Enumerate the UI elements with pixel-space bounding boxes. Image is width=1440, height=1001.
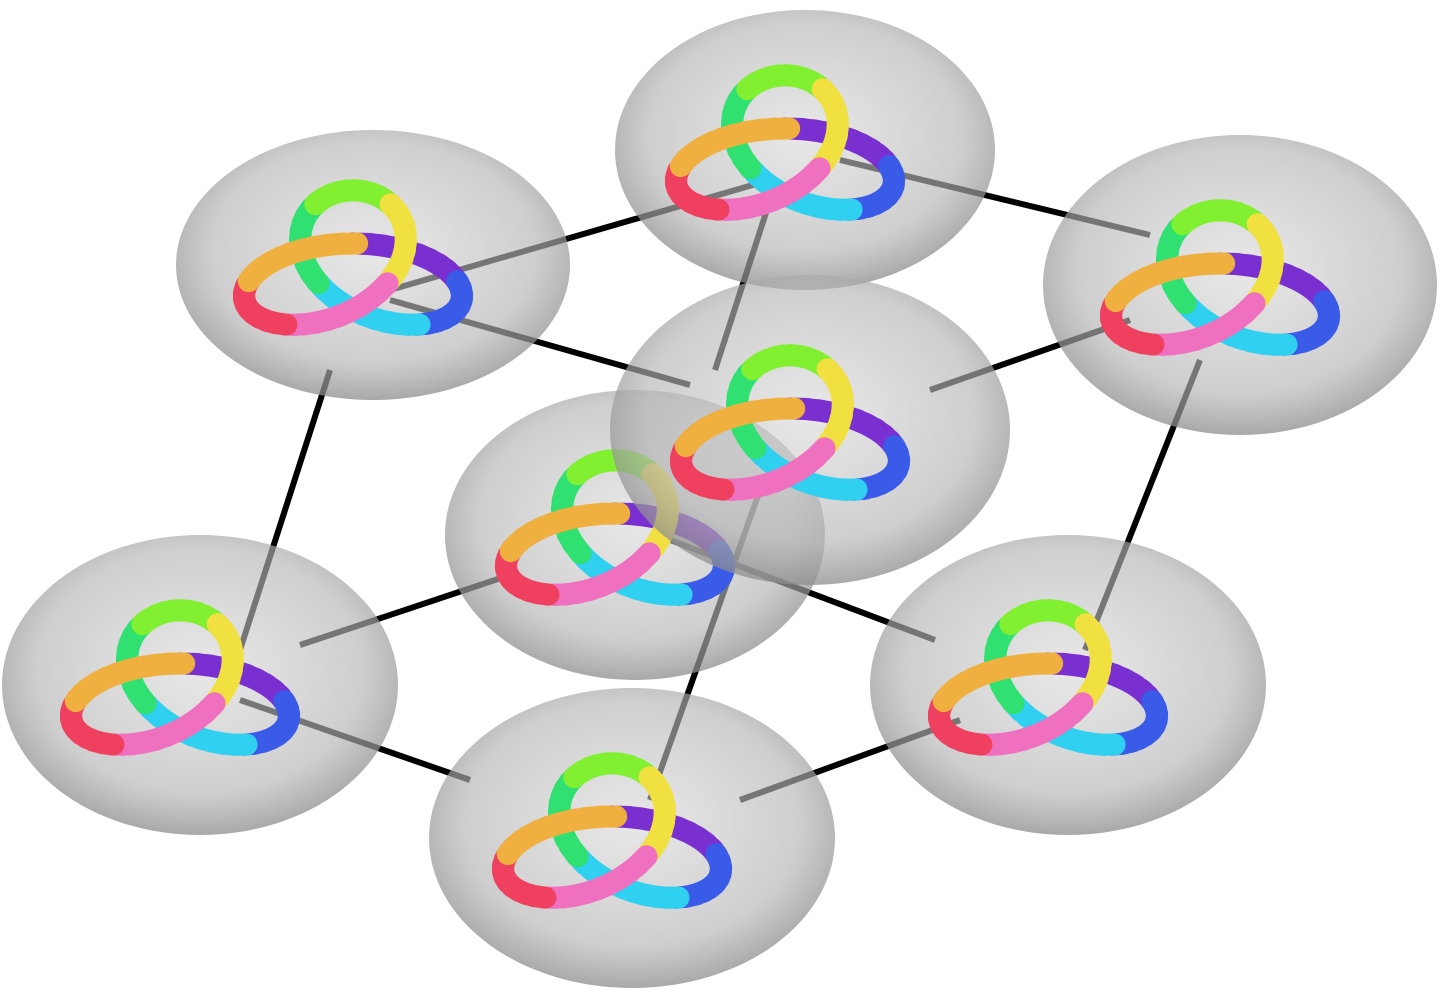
- trefoil-knot: [232, 179, 474, 336]
- trefoil-knot: [664, 64, 906, 221]
- trefoil-knot: [669, 344, 911, 501]
- shell-ellipse: [429, 688, 835, 988]
- shell-ellipse: [1043, 135, 1437, 435]
- trefoil-knot: [59, 599, 301, 756]
- knot-node: [176, 130, 570, 400]
- trefoil-knot: [927, 599, 1169, 756]
- shell-ellipse: [870, 535, 1266, 835]
- trefoil-knot: [1099, 199, 1341, 356]
- knot-node: [1043, 135, 1437, 435]
- shell-ellipse: [610, 275, 1010, 585]
- knot-node: [2, 535, 398, 835]
- shell-ellipse: [2, 535, 398, 835]
- shell-ellipse: [176, 130, 570, 400]
- trefoil-knot: [491, 752, 733, 909]
- lattice-nodes: [2, 10, 1437, 988]
- shell-ellipse: [615, 10, 995, 290]
- knot-node: [429, 688, 835, 988]
- knot-node: [615, 10, 995, 290]
- knot-node: [610, 275, 1010, 585]
- knot-node: [870, 535, 1266, 835]
